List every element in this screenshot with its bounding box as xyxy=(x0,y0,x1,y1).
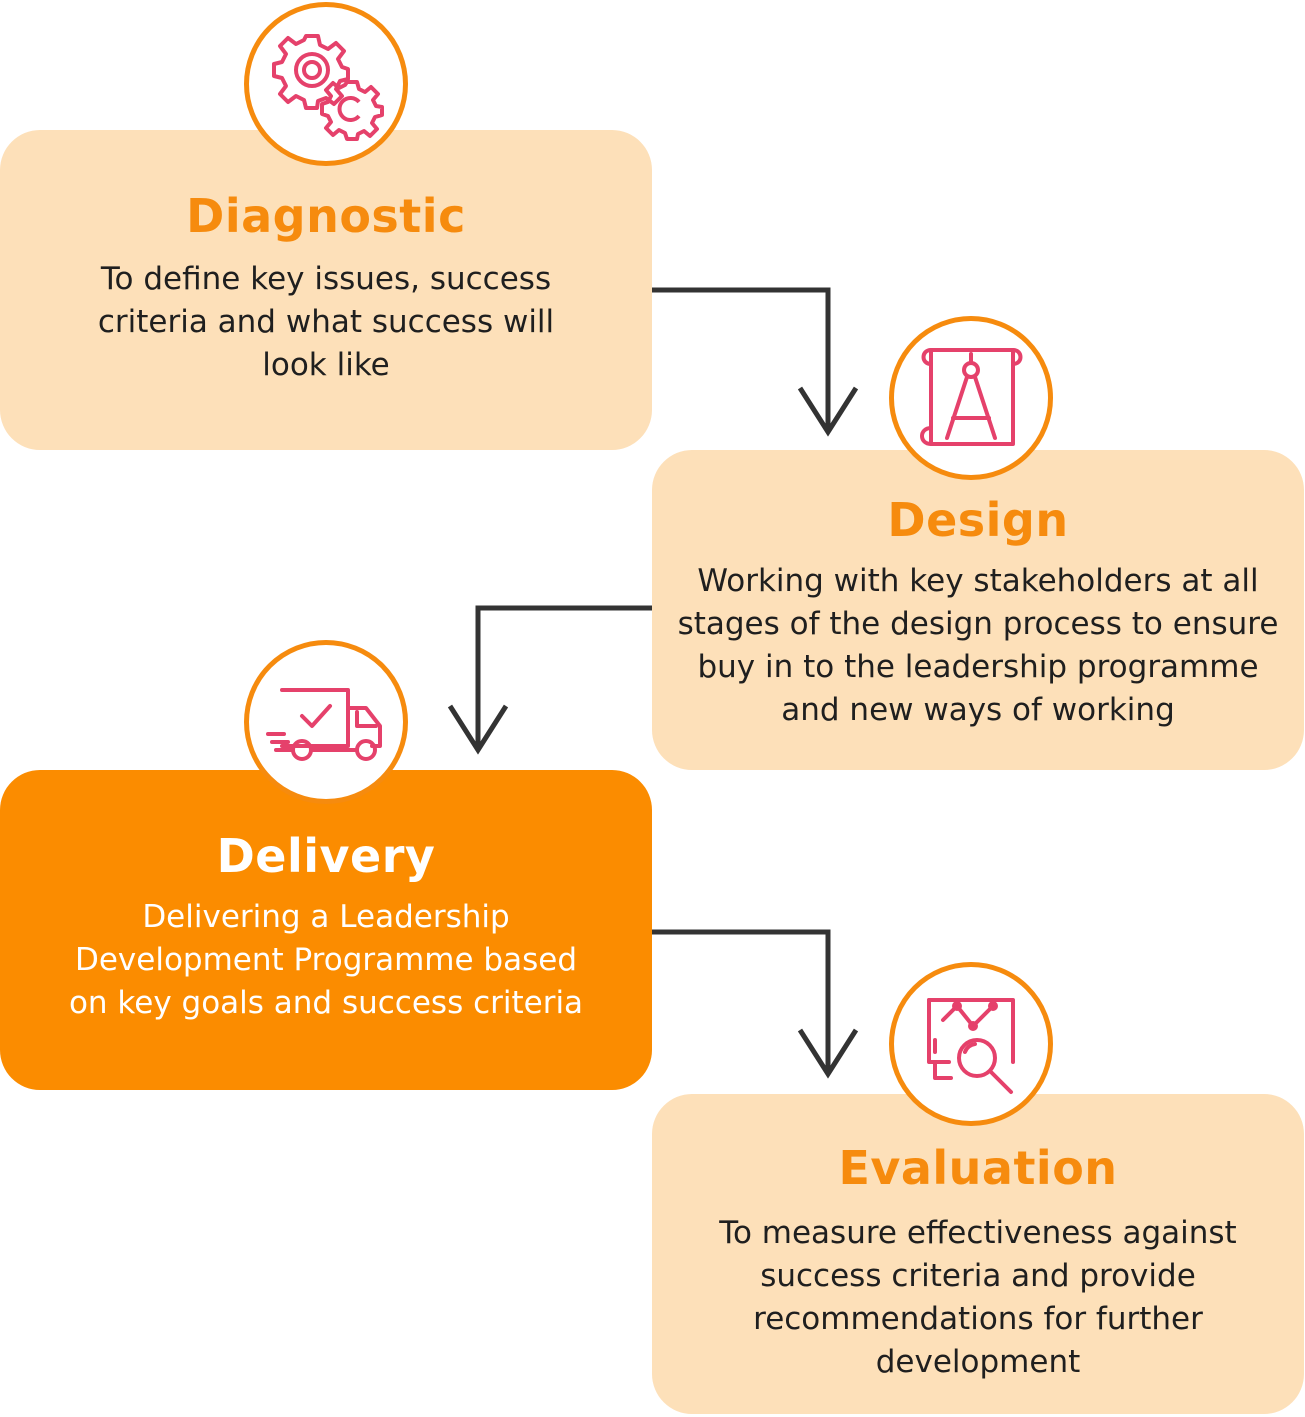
arrowhead-delivery-to-evaluation xyxy=(797,1028,859,1079)
gears-icon xyxy=(244,2,408,166)
step-title: Design xyxy=(887,493,1069,547)
arrow-delivery-to-evaluation xyxy=(652,929,831,1072)
step-title: Evaluation xyxy=(838,1141,1118,1195)
step-card-design: Design Working with key stakeholders at … xyxy=(652,450,1304,770)
arrow-design-to-delivery xyxy=(475,605,652,748)
step-description: Delivering a Leadership Development Prog… xyxy=(68,899,584,1021)
step-description: Working with key stakeholders at all sta… xyxy=(677,563,1279,728)
step-title: Delivery xyxy=(216,829,436,883)
step-description: To measure effectiveness against success… xyxy=(719,1215,1237,1380)
delivery-truck-icon xyxy=(244,640,408,804)
arrowhead-diagnostic-to-design xyxy=(797,386,859,437)
step-description: To define key issues, success criteria a… xyxy=(97,261,555,383)
arrow-diagnostic-to-design xyxy=(652,287,831,430)
monitor-analysis-icon xyxy=(889,962,1053,1126)
step-card-evaluation: Evaluation To measure effectiveness agai… xyxy=(652,1094,1304,1414)
step-card-delivery: Delivery Delivering a Leadership Develop… xyxy=(0,770,652,1090)
blueprint-compass-icon xyxy=(889,316,1053,480)
step-card-diagnostic: Diagnostic To define key issues, success… xyxy=(0,130,652,450)
arrowhead-design-to-delivery xyxy=(447,704,509,755)
step-title: Diagnostic xyxy=(186,189,466,243)
